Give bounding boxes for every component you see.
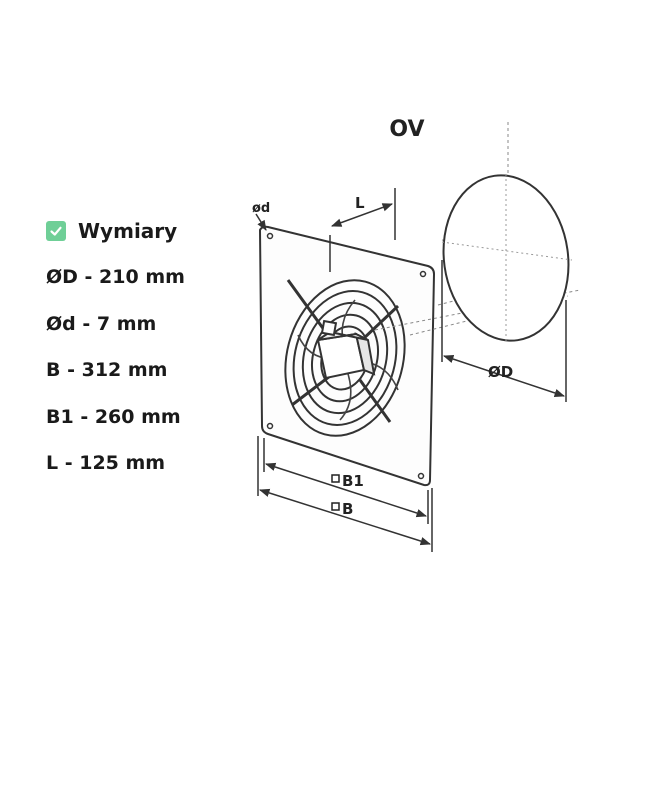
square-symbol-b xyxy=(331,502,340,511)
spec-hole-diameter: Ød - 7 mm xyxy=(46,312,157,335)
duct-opening xyxy=(442,174,570,342)
fan-technical-drawing: OV xyxy=(180,100,620,570)
fan-guard xyxy=(284,279,406,437)
square-symbol-b1 xyxy=(331,474,340,483)
check-icon xyxy=(46,221,66,241)
b-dimension xyxy=(257,436,433,552)
dimensions-header: Wymiary xyxy=(46,216,246,246)
b-label: B xyxy=(342,500,353,518)
dimensions-title: Wymiary xyxy=(78,219,178,243)
model-title: OV xyxy=(389,117,424,142)
length-dimension xyxy=(329,188,396,272)
fan-drawing-svg: OV xyxy=(252,117,581,552)
diameter-dimension xyxy=(441,260,567,402)
hole-label: ød xyxy=(252,201,270,216)
hole-pointer xyxy=(255,213,267,231)
length-label: L xyxy=(355,194,365,212)
b1-label: B1 xyxy=(342,472,364,490)
spec-b: B - 312 mm xyxy=(46,359,168,381)
duct-centerlines xyxy=(441,174,573,344)
spec-b1: B1 - 260 mm xyxy=(46,405,181,428)
diameter-label: ØD xyxy=(488,363,513,381)
motor-hub xyxy=(316,319,376,380)
spec-outer-diameter: ØD - 210 mm xyxy=(46,266,185,288)
dimensions-panel: Wymiary ØD - 210 mm Ød - 7 mm B - 312 mm… xyxy=(46,216,246,495)
spec-l: L - 125 mm xyxy=(46,452,166,474)
